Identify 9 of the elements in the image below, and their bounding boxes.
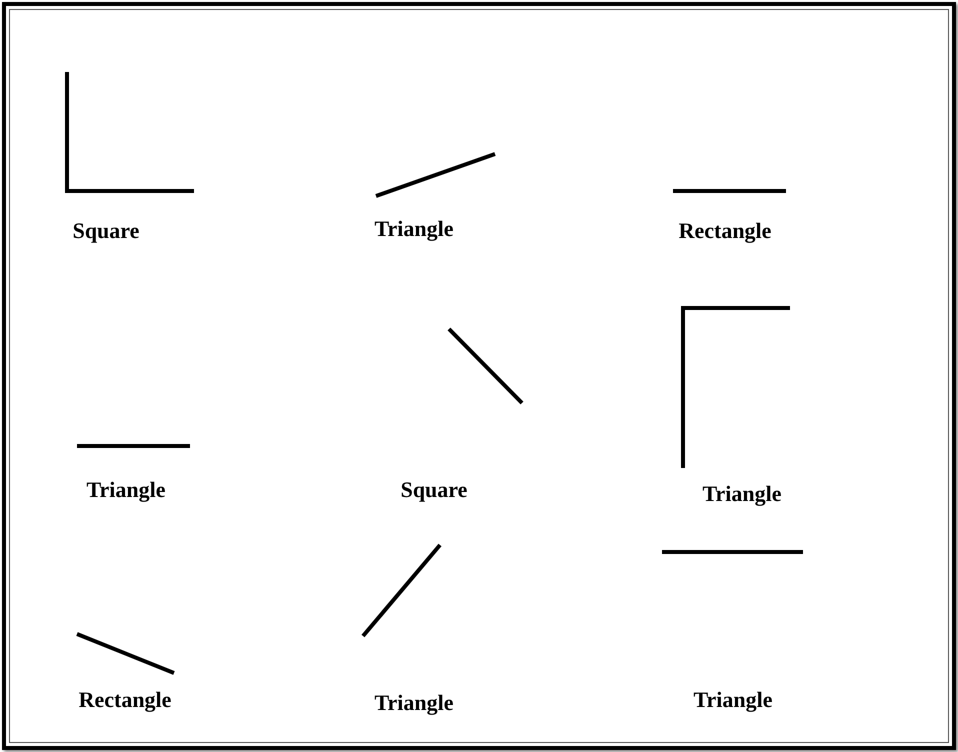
shape-label: Square xyxy=(400,477,468,503)
shape-label: Triangle xyxy=(374,690,454,716)
shape-label: Square xyxy=(72,218,140,244)
shape-label: Triangle xyxy=(693,687,773,713)
shape-label: Rectangle xyxy=(678,218,772,244)
shape-label: Triangle xyxy=(702,481,782,507)
shape-label: Triangle xyxy=(374,216,454,242)
shape-label: Triangle xyxy=(86,477,166,503)
shape-label: Rectangle xyxy=(78,687,172,713)
